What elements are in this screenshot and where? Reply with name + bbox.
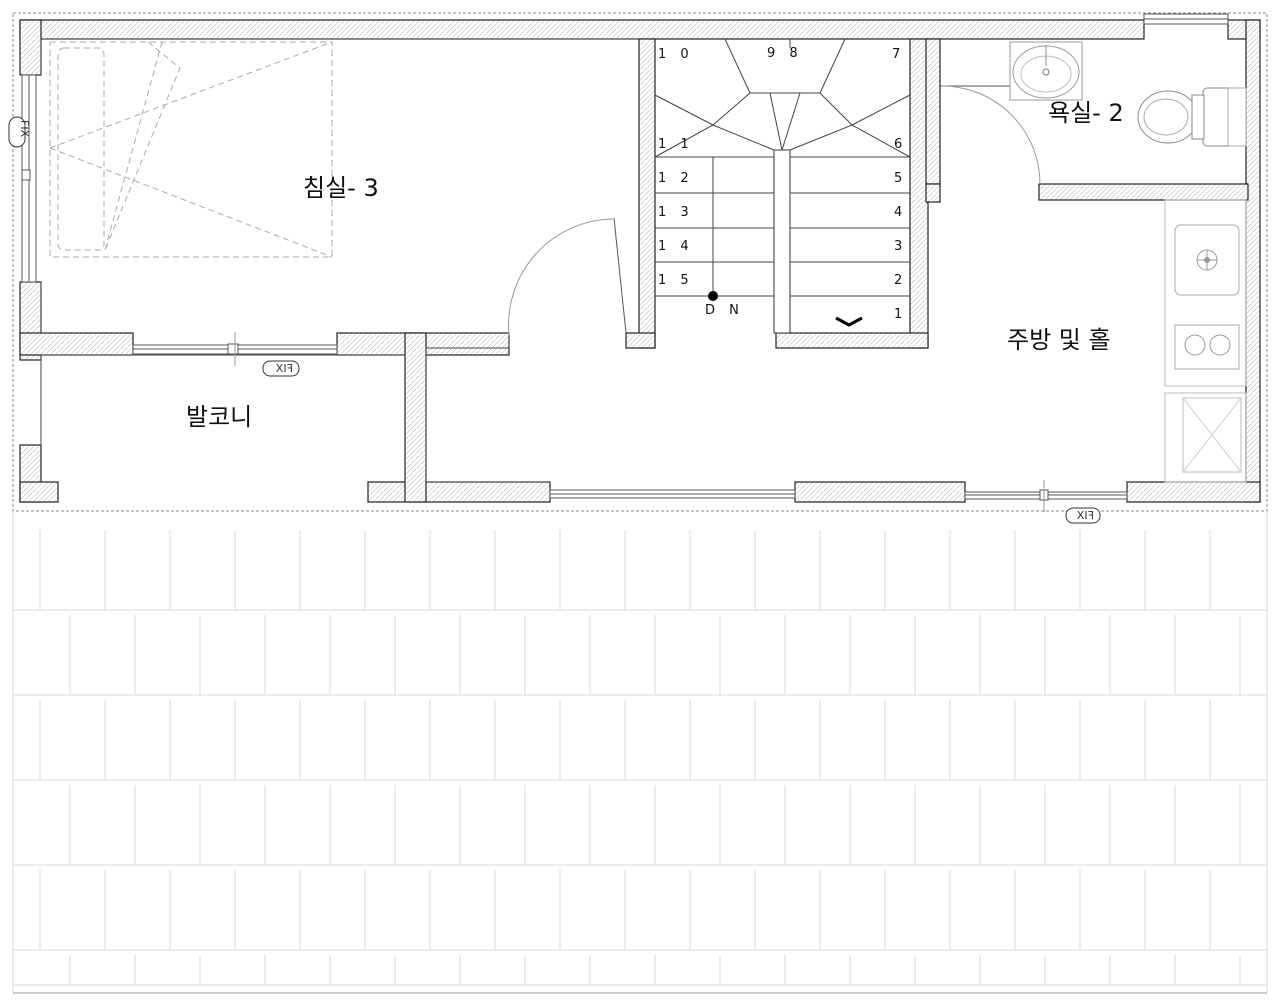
wall-bath-left: [925, 38, 941, 185]
room-label-kitchen: 주방 및 홀: [1007, 326, 1111, 354]
room-label-bathroom: 욕실- 2: [1048, 99, 1124, 127]
step-3: 3: [894, 239, 907, 254]
wall-balcony-top-left: [19, 332, 134, 356]
wall-bath-left-foot: [925, 183, 941, 203]
wall-balcony-right: [404, 332, 427, 503]
fix-label-bottom: FIX: [1076, 509, 1094, 522]
step-11: 1 1: [658, 137, 694, 152]
bed: [49, 41, 333, 258]
stairs: 1 0 9 8 7 1 1 1 2 1 3 1 4 1 5 6 5 4 3 2 …: [654, 38, 911, 334]
wall-bottom-2: [367, 481, 551, 503]
step-5: 5: [894, 171, 907, 186]
step-14: 1 4: [658, 239, 694, 254]
toilet-icon: [1137, 87, 1247, 147]
wall-stair-right: [909, 38, 929, 349]
step-6: 6: [894, 137, 907, 152]
wall-bedroom-stair: [638, 38, 656, 349]
step-2: 2: [894, 273, 907, 288]
wall-bottom-3: [794, 481, 966, 503]
wall-bedroom-stair-foot: [625, 332, 656, 349]
step-15: 1 5: [658, 273, 694, 288]
outer-boundary: [12, 12, 1268, 512]
room-label-bedroom: 침실- 3: [303, 174, 379, 202]
wall-top: [19, 19, 1145, 40]
sink-icon: [1009, 41, 1083, 101]
cooktop-icon: [1174, 324, 1240, 370]
bathroom-fixtures: [1009, 41, 1247, 147]
step-9-8: 9 8: [767, 46, 803, 61]
wall-bath-bottom: [1038, 183, 1249, 201]
roof-tiles: [12, 511, 1268, 994]
wall-right: [1245, 19, 1261, 503]
wall-bottom-4: [1126, 481, 1261, 503]
room-label-balcony: 발코니: [186, 403, 252, 431]
step-13: 1 3: [658, 205, 694, 220]
fix-label-left: FIX: [18, 120, 31, 138]
wall-left-upper: [19, 19, 42, 76]
dn-dot: [708, 291, 718, 301]
step-12: 1 2: [658, 171, 694, 186]
wall-bottom-1: [19, 481, 59, 503]
inner-lines: [40, 38, 639, 483]
step-4: 4: [894, 205, 907, 220]
step-10: 1 0: [658, 47, 694, 62]
stair-arrow-icon: [835, 316, 863, 327]
step-1: 1: [894, 307, 907, 322]
step-7: 7: [892, 47, 905, 62]
fix-label-balcony: FIX: [275, 362, 293, 375]
fridge-icon: [1164, 392, 1247, 483]
dn-label: D N: [705, 303, 744, 318]
wall-stair-bottom: [775, 332, 929, 349]
fix-labels: FIX FIX FIX: [8, 116, 1101, 524]
kitchen-sink-icon: [1174, 224, 1240, 296]
kitchen-fixtures: [1164, 199, 1247, 483]
